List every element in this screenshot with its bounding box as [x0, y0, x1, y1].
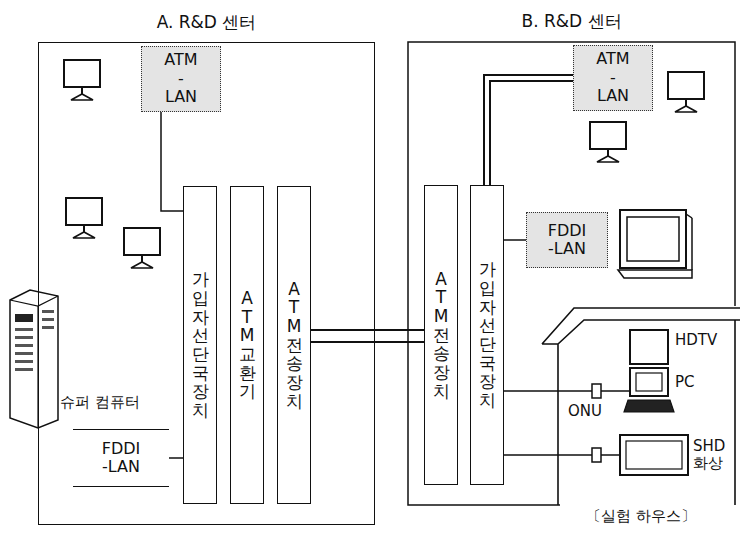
onu-box [592, 384, 601, 398]
node-text: B. R&D 센터 [408, 12, 735, 32]
lan-box: FDDI -LAN [73, 429, 169, 487]
lan-box: FDDI -LAN [526, 212, 608, 268]
node-text: ATM -LAN [164, 51, 197, 106]
trunk-link [487, 78, 573, 185]
workstation-icon [618, 210, 692, 278]
node-text: ATM전송장치 [286, 280, 303, 411]
onu-box [592, 448, 601, 462]
node-text: ATM -LAN [596, 50, 629, 105]
equipment-box: 가입자선단국장치 [470, 185, 504, 485]
connector-line [504, 240, 526, 241]
monitor-icon [64, 60, 100, 100]
label-text: 슈퍼 컴퓨터 [60, 394, 140, 411]
node-text: FDDI -LAN [102, 440, 141, 477]
node-text: ATM전송장치 [433, 270, 450, 401]
connector-line [169, 458, 183, 459]
monitor-icon [668, 72, 704, 112]
monitor-icon [66, 198, 102, 238]
label-text: HDTV [675, 332, 717, 349]
node-text: FDDI -LAN [548, 222, 587, 259]
node-text: ATM교환기 [239, 289, 256, 401]
center-outline [408, 42, 735, 505]
connector-line [161, 112, 183, 211]
node-text: 가입자선단국장치 [192, 270, 209, 420]
lan-box: ATM -LAN [141, 46, 221, 112]
equipment-box: 가입자선단국장치 [183, 186, 217, 504]
trunk-link [311, 336, 424, 337]
node-text: 가입자선단국장치 [479, 260, 496, 410]
supercomputer-icon [10, 290, 58, 428]
center-region: A. R&D 센터ATM -LAN가입자선단국장치ATM교환기ATM전송장치FD… [38, 42, 375, 525]
equipment-box: ATM전송장치 [424, 185, 458, 485]
center-region: B. R&D 센터ATM -LANATM전송장치가입자선단국장치FDDI -LA… [408, 42, 735, 505]
label-text: SHD 화상 [693, 438, 725, 471]
wire [504, 391, 630, 455]
lan-box: ATM -LAN [573, 45, 653, 111]
equipment-box: ATM교환기 [230, 186, 264, 504]
monitor-icon [124, 228, 160, 268]
hdtv-icon [630, 330, 668, 364]
monitor-icon [590, 122, 626, 162]
equipment-box: ATM전송장치 [277, 186, 311, 504]
label-text: ONU [568, 403, 602, 420]
pc-icon [624, 368, 674, 412]
label-text: PC [675, 374, 695, 391]
shd-screen-icon [620, 435, 688, 475]
node-text: 〔실험 하우스〕 [540, 508, 742, 525]
node-text: A. R&D 센터 [39, 13, 374, 33]
